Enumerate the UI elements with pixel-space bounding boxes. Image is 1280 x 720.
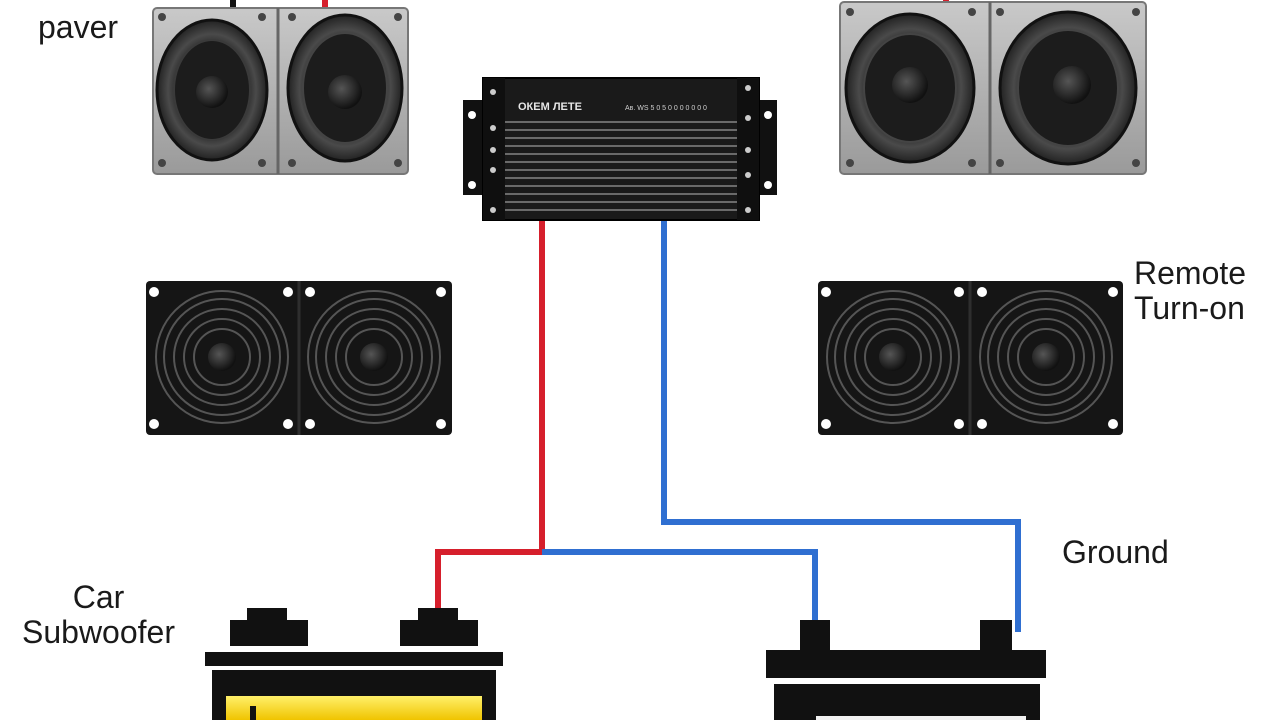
car-subwoofer-label: Car Subwoofer	[22, 580, 175, 649]
signal-wire	[542, 220, 1021, 632]
remote-turn-on-label: Remote Turn-on	[1134, 256, 1246, 325]
remote-label-line1: Remote	[1134, 255, 1247, 291]
speaker-middle-left	[146, 281, 452, 435]
speaker-top-left	[152, 7, 409, 175]
power-label: paver	[38, 9, 119, 45]
subwoofer-label-line2: Subwoofer	[22, 613, 175, 650]
remote-label-line2: Turn-on	[1134, 289, 1245, 326]
battery-right	[766, 620, 1046, 720]
amp-brand-text: ОКЕМ ЛЕТЕ	[518, 101, 582, 113]
ground-label: Ground	[1062, 534, 1169, 570]
subwoofer-label-line1: Car	[72, 579, 125, 615]
speaker-top-right	[839, 1, 1147, 175]
amp-model-text: Ав. WS 5 0 5 0 0 0 0 0 0 0	[625, 105, 707, 112]
battery-left	[205, 608, 503, 720]
speaker-middle-right	[818, 281, 1123, 435]
amplifier: ОКЕМ ЛЕТЕ Ав. WS 5 0 5 0 0 0 0 0 0 0	[463, 77, 777, 221]
